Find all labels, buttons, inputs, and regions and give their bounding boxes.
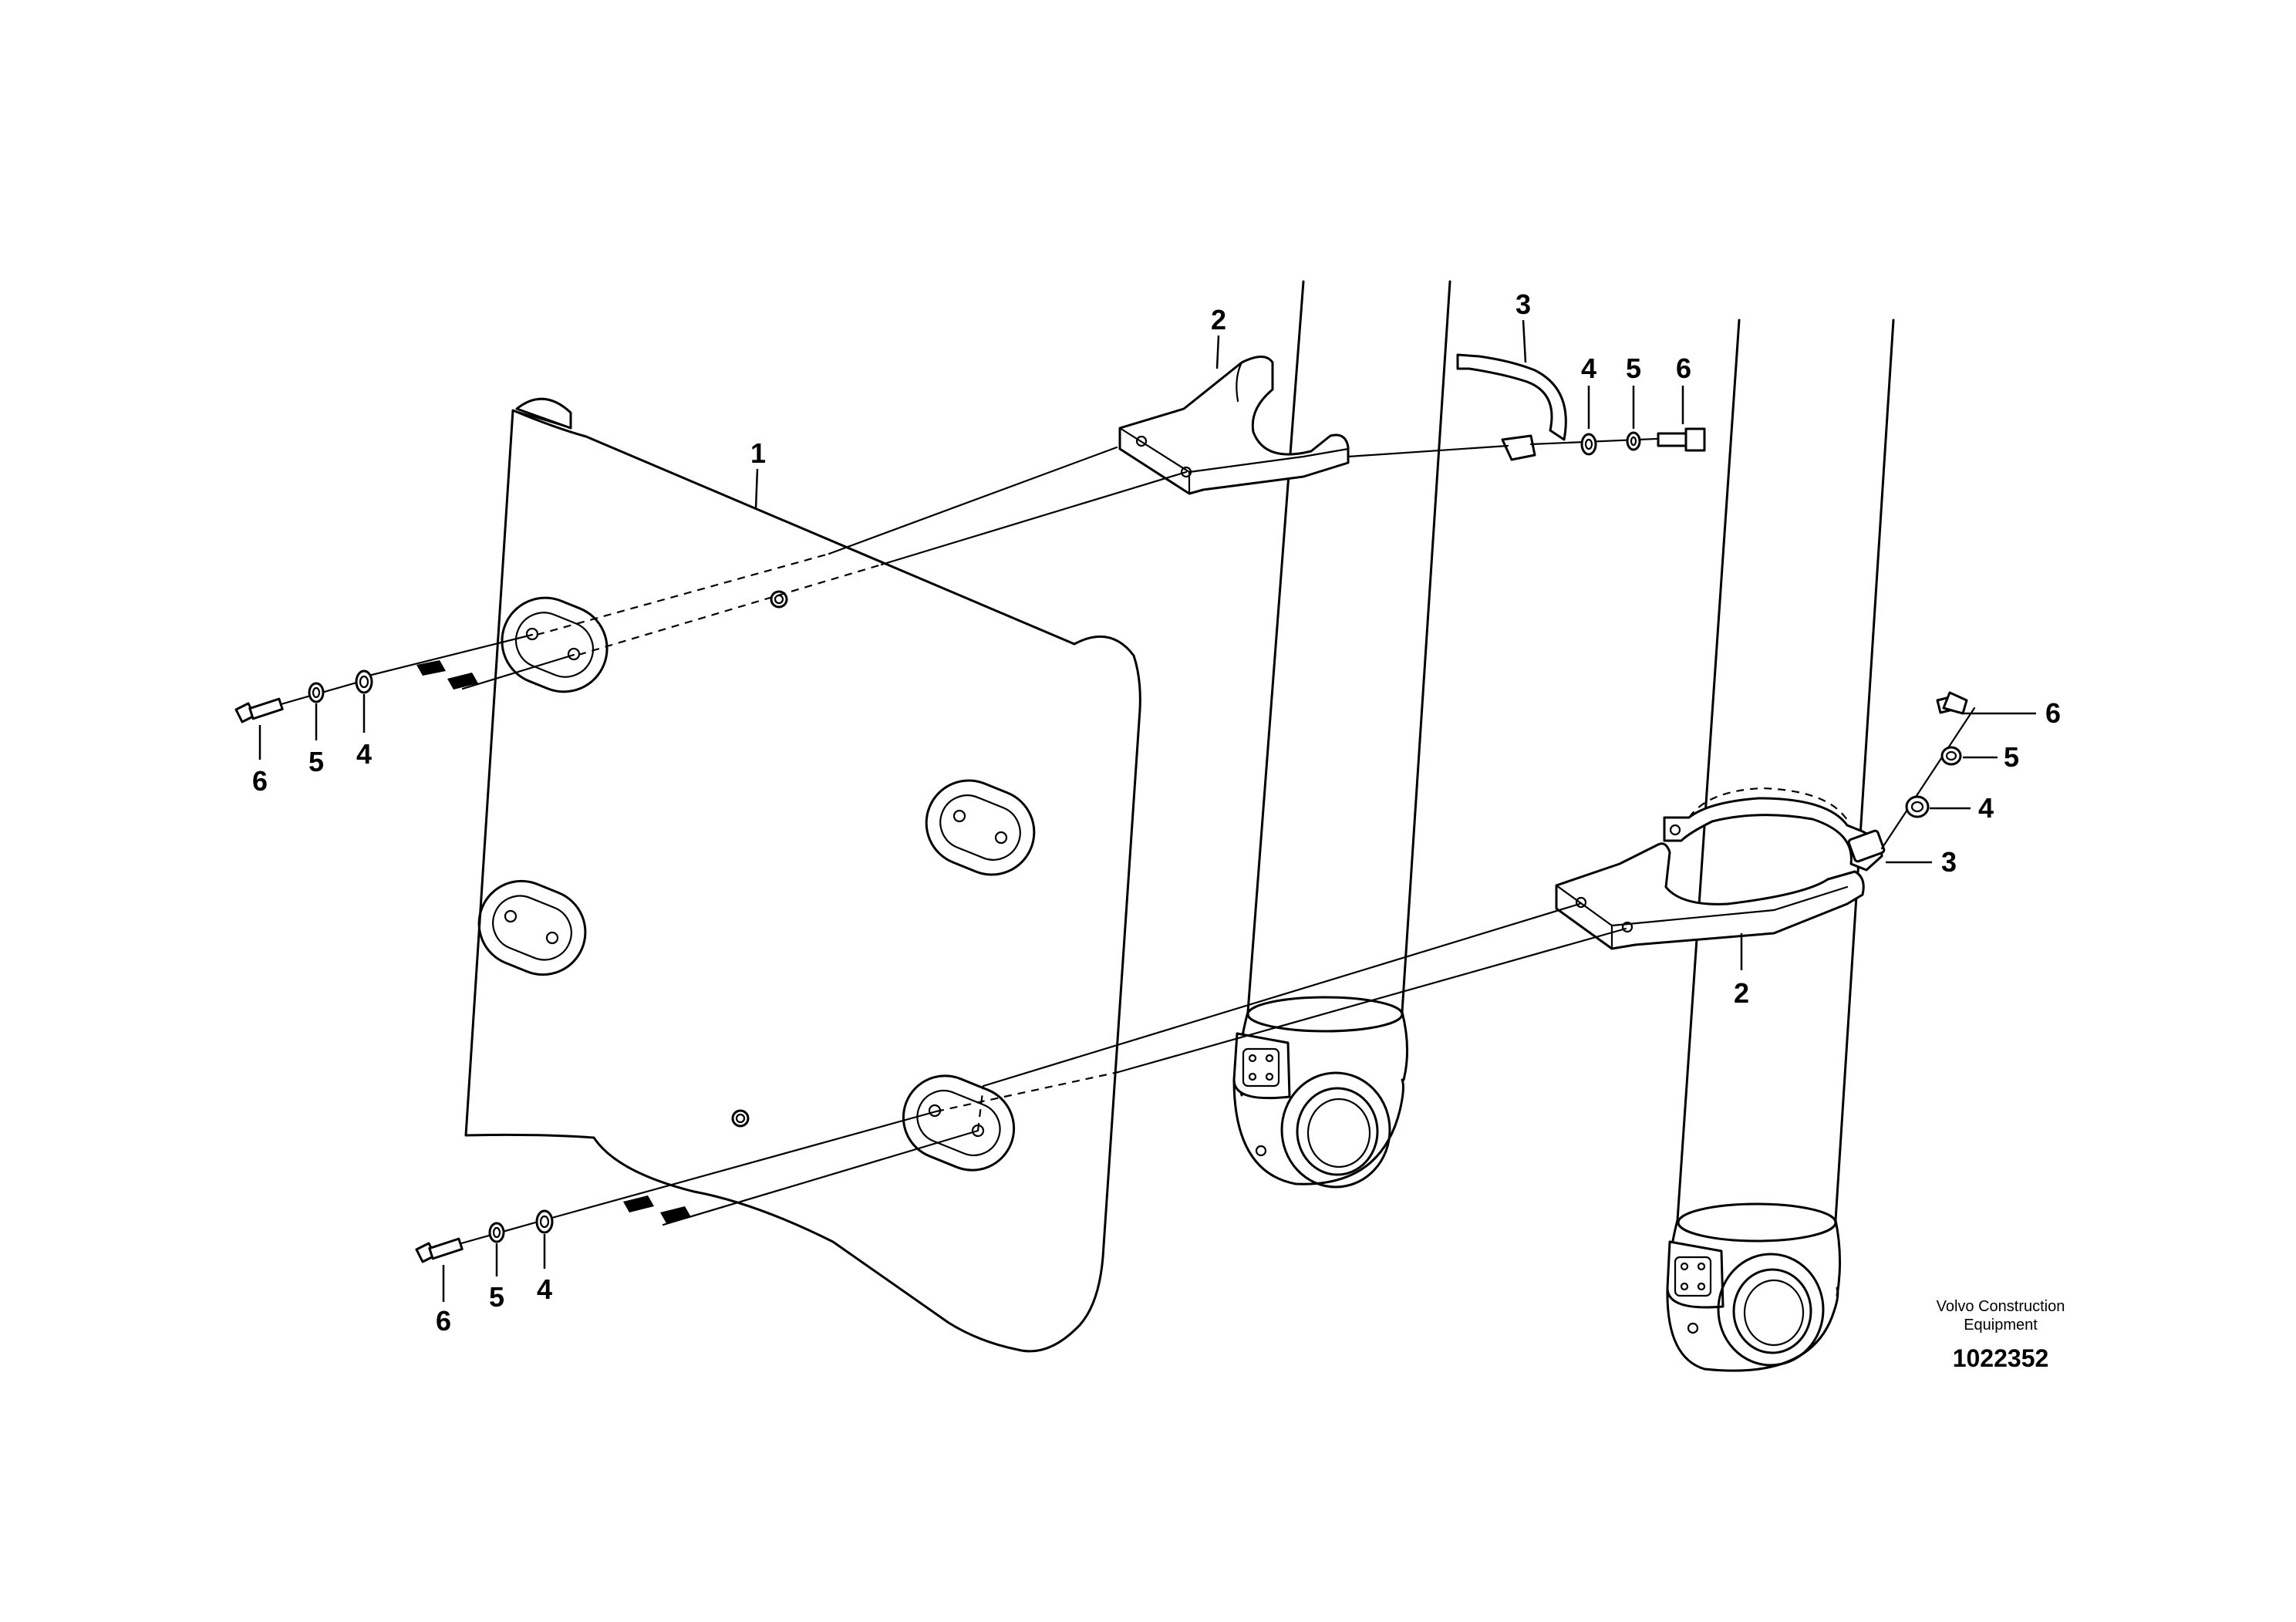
callout-3-lower: 3 — [1941, 846, 1957, 878]
upper-clamp — [1456, 353, 1567, 461]
callout-6-left-upper: 6 — [252, 765, 268, 797]
assembly-lines — [361, 437, 1976, 1226]
lower-left-bolt-set — [415, 1209, 554, 1263]
callout-4-left-upper: 4 — [356, 738, 372, 770]
callouts: 1 2 3 4 5 6 6 5 4 6 5 4 3 2 6 5 4 — [252, 288, 2061, 1337]
callout-4-upper: 4 — [1581, 352, 1596, 384]
callout-4-right: 4 — [1978, 792, 1994, 824]
brand-line-1: Volvo Construction — [1937, 1298, 2065, 1315]
callout-6-upper: 6 — [1676, 352, 1691, 384]
lower-bracket — [1555, 842, 1865, 950]
mounting-plate — [464, 397, 1141, 1353]
plate-small-holes — [731, 590, 788, 1128]
upper-left-bolt-set — [234, 669, 373, 723]
upper-bracket — [1118, 356, 1350, 495]
callout-2-upper: 2 — [1211, 304, 1226, 336]
plate-slot-upper-left — [501, 596, 609, 693]
right-hydraulic-cylinder — [1666, 319, 1895, 1372]
callout-5-left-upper: 5 — [308, 746, 324, 777]
left-hydraulic-cylinder — [1232, 280, 1451, 1189]
right-side-bolt-set — [1905, 691, 1968, 818]
callout-4-left-lower: 4 — [537, 1273, 552, 1305]
callout-5-upper: 5 — [1626, 352, 1641, 384]
callout-5-left-lower: 5 — [489, 1281, 504, 1313]
plate-slot-middle-right — [925, 779, 1036, 876]
callout-2-lower: 2 — [1734, 977, 1749, 1009]
lower-clamp — [1663, 787, 1886, 872]
break-marks — [416, 660, 691, 1223]
callout-5-right: 5 — [2004, 741, 2019, 773]
upper-right-bolt-set — [1580, 427, 1706, 456]
callout-3-upper: 3 — [1515, 288, 1531, 320]
plate-slot-middle-left — [477, 879, 587, 976]
callout-1: 1 — [750, 437, 766, 469]
document-number: 1022352 — [1953, 1344, 2049, 1372]
brand-line-2: Equipment — [1964, 1317, 2038, 1334]
callout-6-right: 6 — [2045, 697, 2061, 729]
callout-6-left-lower: 6 — [436, 1305, 451, 1337]
